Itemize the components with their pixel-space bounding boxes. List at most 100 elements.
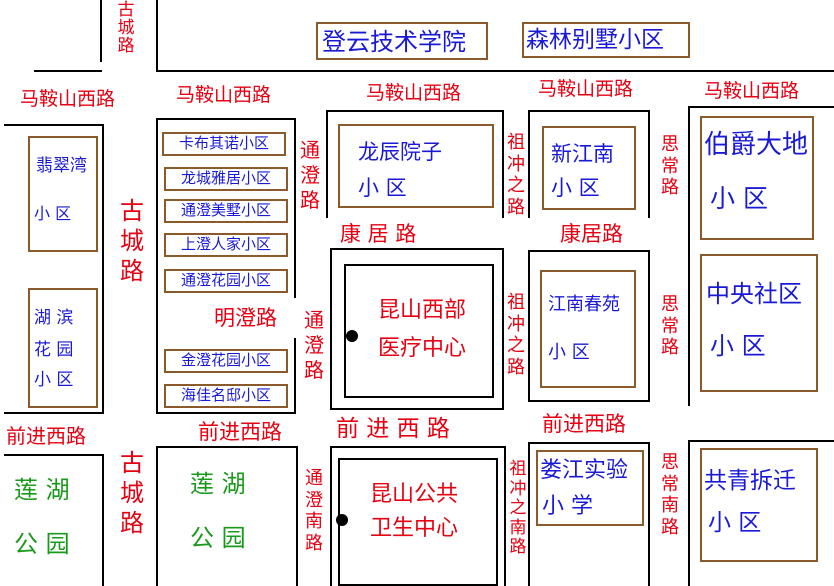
place-kabuqinuo: 卡布其诺小区 [162, 132, 286, 156]
place-shangchengrenjia: 上澄人家小区 [164, 233, 288, 257]
place-hubin-label-3: 小 区 [34, 370, 74, 390]
place-kunshan-xibu-inner [344, 264, 494, 398]
block-line [330, 446, 332, 586]
place-longchen-label-1: 龙辰院子 [358, 140, 442, 164]
block-line [330, 446, 506, 448]
block-line [688, 440, 834, 442]
block-line [688, 440, 690, 586]
place-jinchenghuayuan: 金澄花园小区 [164, 349, 288, 373]
place-jiangnanchunyuan-label-2: 小 区 [548, 342, 590, 363]
place-hubin [28, 288, 98, 408]
block-line [34, 70, 102, 72]
block-line [528, 442, 530, 586]
block-line [156, 446, 158, 586]
block-line [294, 338, 296, 414]
road-kangju-1: 康 居 路 [340, 222, 417, 246]
road-qianjin-lu: 前 进 西 路 [336, 416, 450, 442]
place-jiangnanchunyuan-label-1: 江南春苑 [548, 294, 620, 315]
block-line [294, 118, 296, 298]
road-qianjin-xilu-3: 前进西路 [542, 412, 626, 436]
place-tongchengmeishu: 通澄美墅小区 [164, 199, 288, 223]
road-mingcheng: 明澄路 [214, 306, 277, 330]
road-zuchongzhi-2: 祖冲之路 [507, 292, 525, 378]
block-line [156, 118, 158, 414]
entrance-dot-2 [336, 514, 348, 526]
road-gucheng-top: 古城路 [117, 0, 135, 56]
road-sichang-1: 思常路 [661, 134, 679, 199]
block-line [102, 124, 104, 412]
road-maanshan-xilu-2: 马鞍山西路 [176, 84, 272, 106]
block-line [504, 446, 506, 586]
block-line [648, 110, 650, 218]
park-lianhu-label-2: 公 园 [14, 530, 70, 558]
road-maanshan-xilu-5: 马鞍山西路 [704, 80, 800, 102]
block-line [502, 110, 504, 218]
place-loujiang-label-1: 娄江实验 [540, 458, 629, 483]
block-line [296, 446, 298, 586]
road-zuchongzhi-1: 祖冲之路 [507, 132, 525, 218]
place-kunshan-xibu-outer [330, 248, 504, 410]
place-gongqing [700, 448, 818, 562]
place-bojue-label-2: 小 区 [710, 184, 768, 213]
block-line [528, 250, 530, 402]
road-qianjin-xilu-2: 前进西路 [198, 420, 282, 444]
place-senlin-label: 森林别墅小区 [526, 27, 664, 53]
block-line [156, 70, 834, 72]
place-gongqing-label-2: 小 区 [708, 510, 762, 536]
block-line [648, 442, 650, 586]
road-qianjin-xilu-1: 前进西路 [6, 424, 86, 448]
place-zhongyang [700, 254, 818, 392]
place-haijiamingdi: 海佳名邸小区 [164, 384, 288, 408]
park-lianhu2-label-2: 公 园 [190, 524, 246, 552]
block-line [4, 454, 104, 456]
block-line [326, 110, 504, 112]
road-tongcheng-2: 通澄路 [304, 308, 324, 382]
place-bojue-label-1: 伯爵大地 [704, 130, 809, 160]
place-senlin [522, 22, 690, 58]
block-line [648, 250, 650, 402]
block-line [156, 412, 296, 414]
place-hubin-label-1: 湖 滨 [34, 308, 74, 328]
block-line [528, 250, 650, 252]
place-feicuiwan [28, 136, 98, 252]
place-zhongyang-label-1: 中央社区 [706, 280, 802, 308]
place-kunshan-gonggong-label-1: 昆山公共 [370, 482, 459, 507]
block-line [4, 412, 104, 414]
block-line [326, 110, 328, 218]
place-jiangnanchunyuan [540, 270, 636, 388]
block-line [156, 0, 158, 72]
road-gucheng-mid: 古城路 [120, 197, 144, 285]
entrance-dot [346, 330, 358, 342]
block-line [4, 124, 104, 126]
place-zhongyang-label-2: 小 区 [710, 332, 766, 360]
place-gongqing-label-1: 共青拆迁 [704, 468, 796, 494]
block-line [102, 454, 104, 586]
block-line [528, 442, 650, 444]
place-hubin-label-2: 花 园 [34, 340, 74, 360]
road-maanshan-xilu-1: 马鞍山西路 [20, 88, 116, 110]
place-xinjiangnan-label-2: 小 区 [551, 176, 600, 200]
place-longchengyaju: 龙城雅居小区 [164, 167, 288, 191]
park-lianhu2-label-1: 莲 湖 [190, 470, 246, 498]
place-dengyun [316, 22, 488, 60]
road-kangju-2: 康居路 [560, 222, 623, 246]
block-line [688, 106, 690, 406]
place-feicuiwan-label-1: 翡翠湾 [36, 156, 87, 176]
block-line [688, 106, 834, 108]
place-loujiang [536, 450, 644, 526]
road-tongcheng-nan: 通澄南路 [305, 468, 323, 554]
park-lianhu-label-1: 莲 湖 [14, 476, 70, 504]
road-sichang-nan: 思常南路 [661, 452, 679, 538]
block-line [100, 0, 102, 62]
block-line [528, 400, 650, 402]
road-tongcheng-1: 通澄路 [300, 138, 320, 212]
place-xinjiangnan-label-1: 新江南 [551, 142, 614, 166]
place-bojue [700, 116, 814, 240]
place-xinjiangnan [542, 126, 636, 210]
road-zuchongzhi-nan: 祖冲之南路 [509, 459, 527, 558]
block-line [528, 110, 530, 218]
road-gucheng-bottom: 古城路 [120, 449, 144, 537]
place-kunshan-gonggong-label-2: 卫生中心 [370, 516, 459, 541]
place-tongchenghuayuan: 通澄花园小区 [164, 269, 288, 293]
place-kunshan-xibu-label-2: 医疗中心 [378, 336, 467, 361]
